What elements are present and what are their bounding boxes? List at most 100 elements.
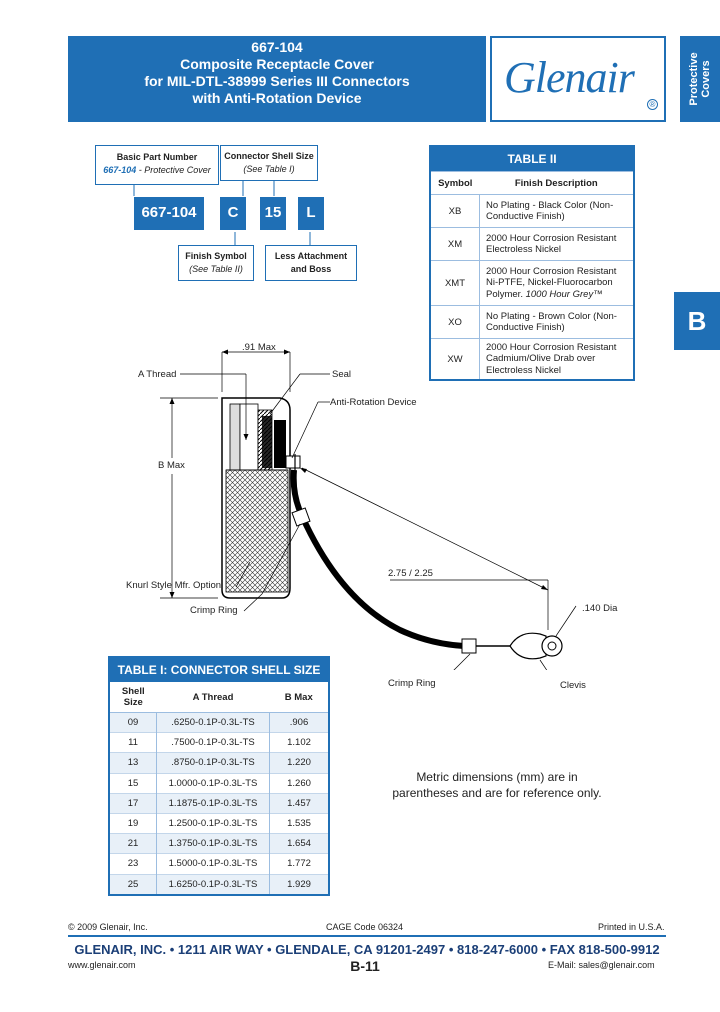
- side-tab-line: Protective: [688, 52, 700, 106]
- table2-header: Symbol: [430, 171, 480, 195]
- b-max-cell: 1.654: [269, 833, 329, 854]
- registered-mark: ®: [647, 99, 658, 110]
- a-thread-cell: 1.1875-0.1P-0.3L-TS: [156, 792, 270, 814]
- b-max-cell: 1.457: [269, 792, 329, 814]
- finish-desc: 2000 Hour Corrosion Resistant Ni-PTFE, N…: [479, 260, 634, 306]
- shell-size-label: Connector Shell Size: [224, 151, 314, 161]
- finish-symbol-box: Finish Symbol (See Table II): [178, 245, 254, 281]
- label-dia: .140 Dia: [582, 603, 618, 614]
- table-shell-size: TABLE I: CONNECTOR SHELL SIZE Shell Size…: [108, 656, 330, 896]
- finish-desc: No Plating - Brown Color (Non-Conductive…: [479, 305, 634, 339]
- pn-cell-less: L: [298, 197, 324, 230]
- title-line: for MIL-DTL-38999 Series III Connectors: [144, 73, 410, 89]
- table1-header: B Max: [269, 682, 329, 713]
- footer-copyright: © 2009 Glenair, Inc.: [68, 922, 148, 932]
- a-thread-cell: 1.3750-0.1P-0.3L-TS: [156, 833, 270, 854]
- table-row: 09.6250-0.1P-0.3L-TS.906: [109, 711, 329, 733]
- label-anti-rotation: Anti-Rotation Device: [330, 397, 417, 408]
- table1-header: A Thread: [156, 682, 270, 713]
- shell-size-cell: 23: [109, 853, 157, 874]
- title-line: 667-104: [251, 39, 303, 55]
- a-thread-cell: 1.6250-0.1P-0.3L-TS: [156, 873, 270, 895]
- technical-drawing: [160, 349, 577, 670]
- finish-symbol: XM: [430, 227, 480, 261]
- finish-symbol: XW: [430, 338, 480, 380]
- label-knurl: Knurl Style Mfr. Option: [126, 580, 222, 591]
- label-length: 2.75 / 2.25: [388, 568, 433, 579]
- label-a-thread: A Thread: [138, 369, 177, 380]
- logo-text: Glenair: [504, 53, 635, 102]
- b-max-cell: 1.535: [269, 812, 329, 834]
- title-line: with Anti-Rotation Device: [192, 90, 362, 106]
- pn-cell-base: 667-104: [134, 197, 204, 230]
- shell-size-cell: 19: [109, 812, 157, 834]
- a-thread-cell: .6250-0.1P-0.3L-TS: [156, 711, 270, 733]
- title-line: Composite Receptacle Cover: [180, 56, 374, 72]
- clevis: [509, 632, 563, 660]
- table2-header: Finish Description: [479, 171, 634, 195]
- metric-note: Metric dimensions (mm) are in parenthese…: [392, 770, 602, 800]
- a-thread-cell: 1.5000-0.1P-0.3L-TS: [156, 853, 270, 874]
- shell-size-cell: 11: [109, 732, 157, 753]
- label-crimp-ring: Crimp Ring: [388, 678, 436, 689]
- lanyard-cable: [290, 469, 465, 649]
- basic-part-desc: - Protective Cover: [136, 165, 211, 175]
- footer-email-link[interactable]: E-Mail: sales@glenair.com: [548, 960, 655, 970]
- b-max-cell: .906: [269, 711, 329, 733]
- shell-size-box: Connector Shell Size (See Table I): [220, 145, 318, 181]
- shell-size-cell: 09: [109, 711, 157, 733]
- a-thread-cell: .8750-0.1P-0.3L-TS: [156, 752, 270, 774]
- footer-address: GLENAIR, INC. • 1211 AIR WAY • GLENDALE,…: [74, 942, 660, 957]
- table2-title: TABLE II: [430, 146, 634, 172]
- title-box: 667-104 Composite Receptacle Cover for M…: [68, 36, 486, 122]
- footer-cage: CAGE Code 06324: [326, 922, 404, 932]
- section-tab: B: [674, 292, 720, 350]
- shell-size-cell: 15: [109, 772, 157, 794]
- a-thread-cell: 1.2500-0.1P-0.3L-TS: [156, 812, 270, 834]
- finish-symbol-label: Finish Symbol: [185, 251, 247, 261]
- b-max-cell: 1.772: [269, 853, 329, 874]
- finish-desc-italic: 1000 Hour Grey™: [525, 288, 603, 300]
- shell-size-cell: 21: [109, 833, 157, 854]
- finish-symbol: XMT: [430, 260, 480, 306]
- label-seal: Seal: [332, 369, 352, 380]
- footer-rule: [68, 935, 666, 937]
- crimp-ring-upper: [291, 507, 311, 527]
- footer-printed: Printed in U.S.A.: [598, 922, 665, 932]
- finish-desc-text: 2000 Hour Corrosion Resistant Ni-PTFE, N…: [486, 265, 617, 300]
- cover-body: [221, 397, 291, 599]
- finish-desc: 2000 Hour Corrosion Resistant Electroles…: [479, 227, 634, 261]
- a-thread-cell: 1.0000-0.1P-0.3L-TS: [156, 772, 270, 794]
- basic-part-number-box: Basic Part Number 667-104 - Protective C…: [95, 145, 219, 185]
- finish-desc: No Plating - Black Color (Non-Conductive…: [479, 194, 634, 228]
- b-max-cell: 1.929: [269, 873, 329, 895]
- label-crimp-ring: Crimp Ring: [190, 605, 238, 616]
- page-number: B-11: [350, 958, 380, 974]
- shell-size-cell: 17: [109, 792, 157, 814]
- less-attachment-label: Less Attachment and Boss: [274, 251, 348, 274]
- table1-title: TABLE I: CONNECTOR SHELL SIZE: [109, 657, 329, 682]
- glenair-logo: Glenair ®: [490, 36, 666, 122]
- shell-size-see: (See Table I): [243, 164, 295, 174]
- label-clevis: Clevis: [560, 680, 586, 691]
- b-max-cell: 1.220: [269, 752, 329, 774]
- footer-web-link[interactable]: www.glenair.com: [68, 960, 136, 970]
- side-tab-line: Covers: [700, 60, 712, 98]
- b-max-cell: 1.260: [269, 772, 329, 794]
- basic-part-code: 667-104: [103, 165, 137, 175]
- shell-size-cell: 25: [109, 873, 157, 895]
- basic-part-label: Basic Part Number: [116, 152, 198, 162]
- pn-cell-shell: 15: [260, 197, 286, 230]
